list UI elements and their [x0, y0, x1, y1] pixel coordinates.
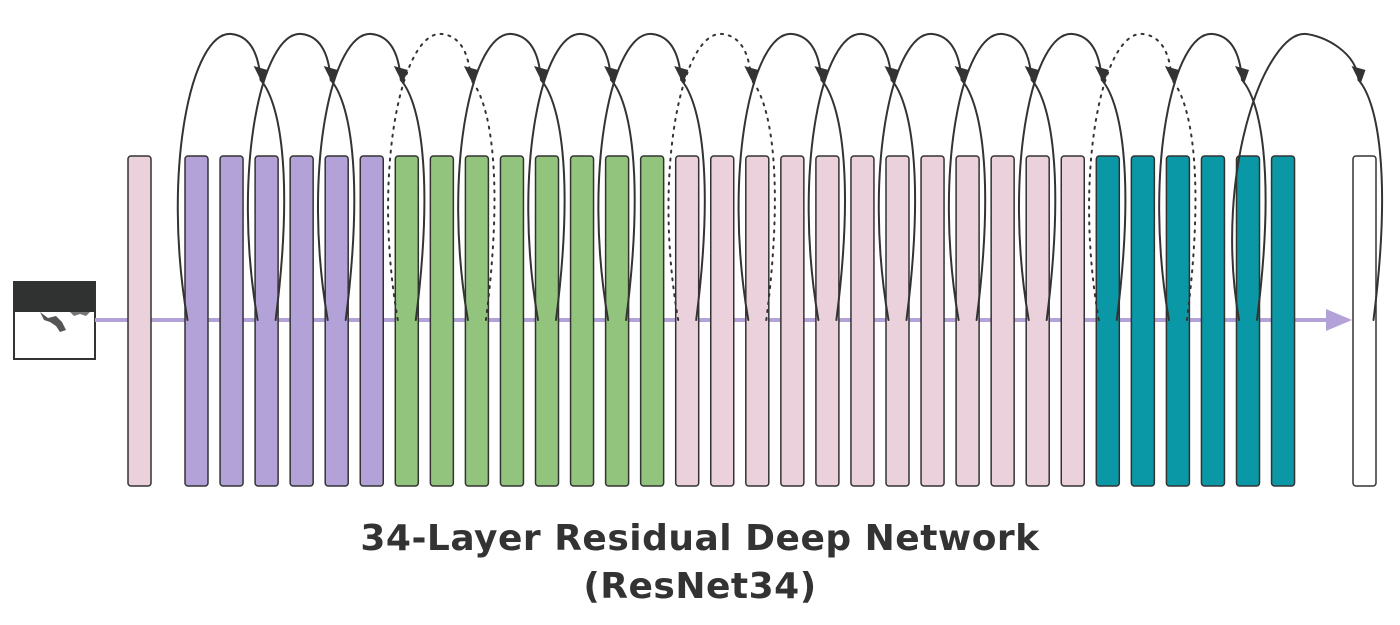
layer-block-pink — [920, 155, 945, 487]
skip-connection — [1231, 32, 1384, 321]
layer-block-purple — [359, 155, 384, 487]
skip-connection — [877, 32, 987, 321]
layer-block-teal — [1235, 155, 1261, 487]
skip-connection-dotted — [1088, 32, 1197, 321]
layer-block-purple — [289, 155, 314, 487]
skip-connection — [246, 32, 356, 321]
skip-connection — [176, 32, 286, 321]
layer-block-purple — [219, 155, 244, 487]
input-image — [13, 281, 96, 360]
layer-block-green — [569, 155, 595, 487]
layer-block-pink — [815, 155, 840, 487]
skip-connection — [457, 32, 566, 321]
layer-block-green — [534, 155, 560, 487]
skip-connection — [527, 32, 636, 321]
layer-block-green — [464, 155, 490, 487]
layer-block-teal — [1200, 155, 1226, 487]
layer-block-pink — [1060, 155, 1085, 487]
skip-connection — [597, 32, 706, 321]
layer-block-pink — [955, 155, 980, 487]
layer-block-pink — [745, 155, 770, 487]
layer-block-green — [639, 155, 665, 487]
layer-block-pink — [127, 155, 152, 487]
skip-connection — [737, 32, 846, 321]
skip-connection — [947, 32, 1057, 321]
skip-connection — [316, 32, 426, 321]
layer-block-green — [499, 155, 525, 487]
layer-block-green — [394, 155, 420, 487]
skip-connection-dotted — [387, 32, 496, 321]
layer-block-pink — [885, 155, 910, 487]
skip-connection-dotted — [667, 32, 776, 321]
skip-connection — [1017, 32, 1127, 321]
diagram-subtitle: (ResNet34) — [583, 566, 817, 607]
skip-connections — [176, 32, 1384, 321]
skip-connection — [1158, 32, 1267, 321]
layer-block-white — [1352, 155, 1377, 487]
layer-block-teal — [1095, 155, 1121, 487]
skip-arrowhead-icon — [1351, 66, 1366, 84]
layer-block-teal — [1270, 155, 1296, 487]
layer-block-green — [604, 155, 630, 487]
layer-block-pink — [780, 155, 805, 487]
layer-block-green — [429, 155, 455, 487]
layer-block-teal — [1130, 155, 1156, 487]
layer-block-purple — [184, 155, 209, 487]
layer-block-purple — [324, 155, 349, 487]
layer-block-teal — [1165, 155, 1191, 487]
layer-block-pink — [990, 155, 1015, 487]
diagram-title: 34-Layer Residual Deep Network — [360, 518, 1040, 559]
skip-arrowhead-icon — [1235, 66, 1249, 84]
layer-stack — [127, 155, 1377, 487]
layer-block-pink — [674, 155, 700, 487]
layer-block-purple — [254, 155, 279, 487]
skip-connection — [807, 32, 917, 321]
layer-block-pink — [1025, 155, 1050, 487]
layer-block-pink — [710, 155, 735, 487]
layer-block-pink — [850, 155, 875, 487]
